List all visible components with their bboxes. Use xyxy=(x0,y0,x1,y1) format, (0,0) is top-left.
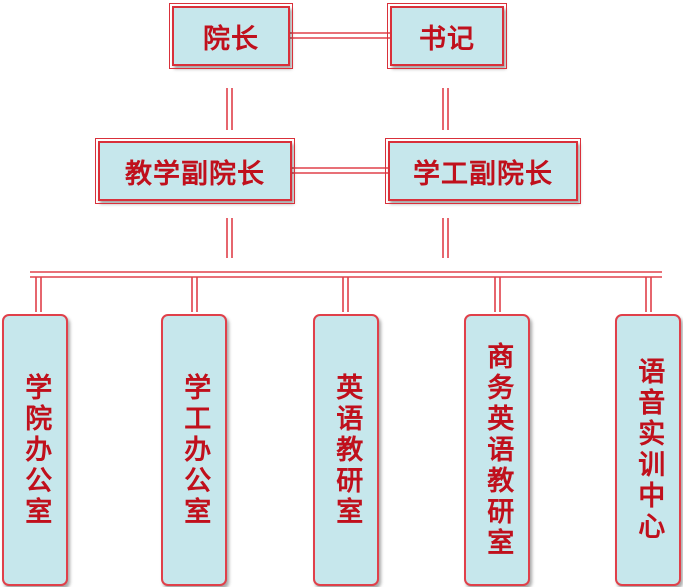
department-label: 学院办公室 xyxy=(20,372,52,528)
department-college-office: 学院办公室 xyxy=(2,314,68,586)
dean-box: 院长 xyxy=(169,3,293,69)
department-phonetics-training-center: 语音实训中心 xyxy=(615,314,681,586)
department-label: 学工办公室 xyxy=(179,372,211,528)
secretary-box: 书记 xyxy=(387,3,507,69)
vice-dean-teaching-box: 教学副院长 xyxy=(95,138,295,204)
department-label: 英语教研室 xyxy=(331,372,363,528)
department-english-teaching-office: 英语教研室 xyxy=(313,314,379,586)
department-label: 语音实训中心 xyxy=(633,357,665,543)
department-label: 商务英语教研室 xyxy=(482,341,514,559)
vice-dean-student-box: 学工副院长 xyxy=(385,138,581,204)
department-business-english-teaching-office: 商务英语教研室 xyxy=(464,314,530,586)
department-student-affairs-office: 学工办公室 xyxy=(161,314,227,586)
